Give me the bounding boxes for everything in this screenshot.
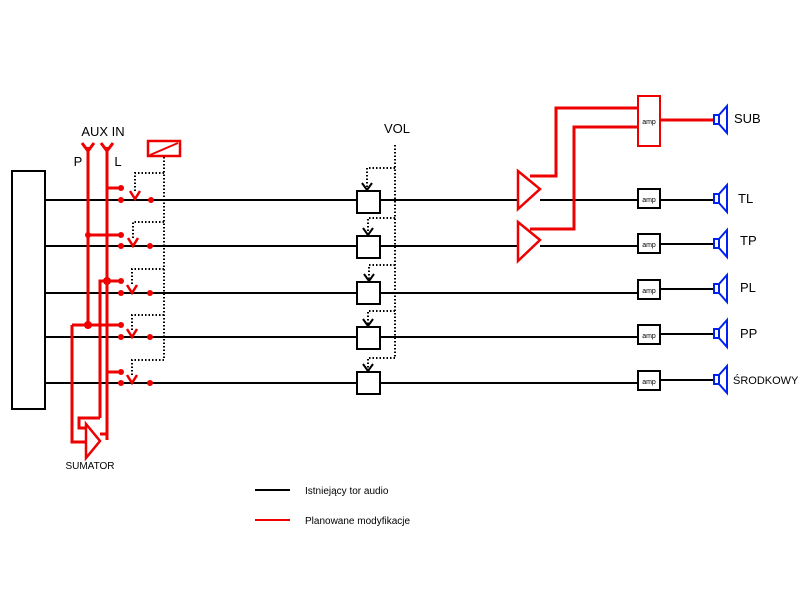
speaker-icon-pl: [713, 272, 728, 305]
svg-text:amp: amp: [642, 197, 656, 204]
legend: Istniejący tor audio Planowane modyfikac…: [255, 486, 410, 527]
sub-amp: [637, 95, 661, 147]
source-unit: [11, 170, 46, 410]
planned-wiring: [70, 106, 714, 444]
switch-contacts: [84, 185, 154, 386]
vol-block-tp: [356, 235, 381, 259]
speaker-label-sub: SUB: [734, 111, 761, 126]
vol-label: VOL: [384, 121, 410, 136]
svg-text:amp: amp: [642, 379, 656, 386]
existing-signal-lines: [45, 199, 714, 384]
speaker-icon-tl: [713, 182, 728, 215]
switch-arrow-icons: [125, 190, 142, 386]
aux-input-jack-icons: [80, 142, 115, 154]
volume-blocks: [356, 190, 381, 395]
sub-tap-buffer-tp: [516, 219, 542, 264]
speaker-icons: [713, 103, 728, 396]
channel-amps: amp amp amp amp amp: [637, 188, 661, 391]
speaker-icon-pp: [713, 317, 728, 350]
legend-label-existing: Istniejący tor audio: [305, 486, 389, 497]
sub-amp-label: amp: [642, 119, 656, 126]
aux-p-label: P: [74, 154, 83, 169]
aux-l-label: L: [114, 154, 121, 169]
speaker-icon-srodkowy: [713, 363, 728, 396]
summator-label: SUMATOR: [65, 461, 114, 472]
speaker-icon-tp: [713, 227, 728, 260]
legend-label-planned: Planowane modyfikacje: [305, 516, 410, 527]
speaker-label-tl: TL: [738, 191, 753, 206]
vol-control-lines: [131, 145, 396, 377]
vol-block-pl: [356, 281, 381, 305]
speaker-label-pp: PP: [740, 326, 757, 341]
aux-in-label: AUX IN: [81, 124, 124, 139]
svg-text:amp: amp: [642, 288, 656, 295]
speaker-label-pl: PL: [740, 280, 756, 295]
svg-text:amp: amp: [642, 333, 656, 340]
summator-icon: [84, 420, 102, 462]
vol-block-srodkowy: [356, 371, 381, 395]
vol-block-pp: [356, 326, 381, 350]
speaker-icon-sub: [713, 103, 728, 136]
vol-arrow-icons: [361, 182, 375, 373]
speaker-label-tp: TP: [740, 233, 757, 248]
vol-block-tl: [356, 190, 381, 214]
svg-text:amp: amp: [642, 242, 656, 249]
speaker-label-srodkowy: ŚRODKOWY: [733, 374, 799, 387]
relay-icon: [146, 139, 182, 158]
sub-tap-buffer-tl: [516, 168, 542, 212]
